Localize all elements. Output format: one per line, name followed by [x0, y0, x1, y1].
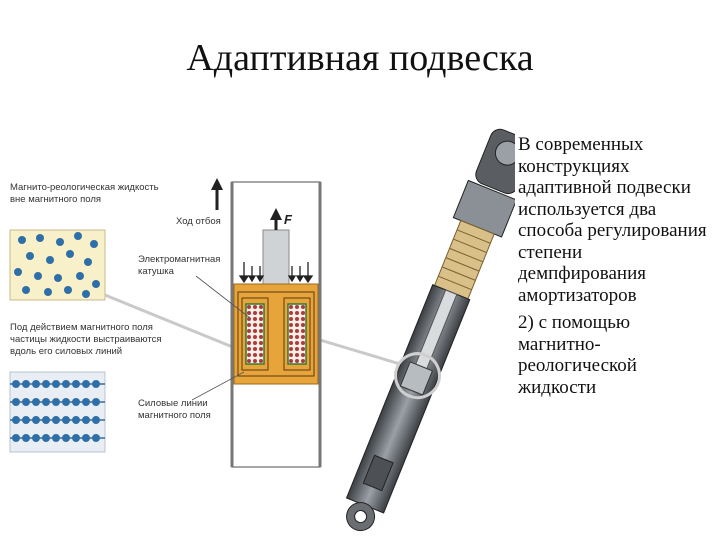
callout-line-1 [104, 293, 241, 352]
label-fluid-outside-1: Магнито-реологическая жидкость [10, 182, 159, 193]
label-fluid-outside-2: вне магнитного поля [10, 194, 101, 205]
body-text: В современных конструкциях адаптивной по… [518, 134, 714, 404]
label-force: F [284, 212, 293, 227]
random-particles [14, 232, 100, 298]
label-fluid-inside-2: частицы жидкости выстраиваются [10, 334, 161, 345]
force-arrow [270, 208, 282, 230]
flow-arrows [238, 262, 314, 284]
shock-absorber [345, 128, 515, 532]
label-field-lines-2: магнитного поля [138, 410, 211, 421]
label-fluid-inside-1: Под действием магнитного поля [10, 322, 153, 333]
paragraph-1: В современных конструкциях адаптивной по… [518, 134, 707, 306]
label-coil-1: Электромагнитная [138, 254, 220, 265]
fluid-with-field [9, 371, 106, 453]
coil-winding-left [245, 303, 265, 365]
fluid-without-field [9, 229, 106, 301]
coil-winding-right [287, 303, 307, 365]
mr-damper-illustration: Магнито-реологическая жидкость вне магни… [9, 128, 515, 532]
rebound-arrow [211, 178, 223, 210]
label-coil-2: катушка [138, 266, 175, 277]
paragraph-2: 2) с помощью магнитно-реологической жидк… [518, 312, 637, 398]
slide-title: Адаптивная подвеска [186, 37, 534, 79]
label-field-lines-1: Силовые линии [138, 398, 208, 409]
label-fluid-inside-3: вдоль его силовых линий [10, 346, 122, 357]
label-rebound: Ход отбоя [176, 216, 221, 227]
